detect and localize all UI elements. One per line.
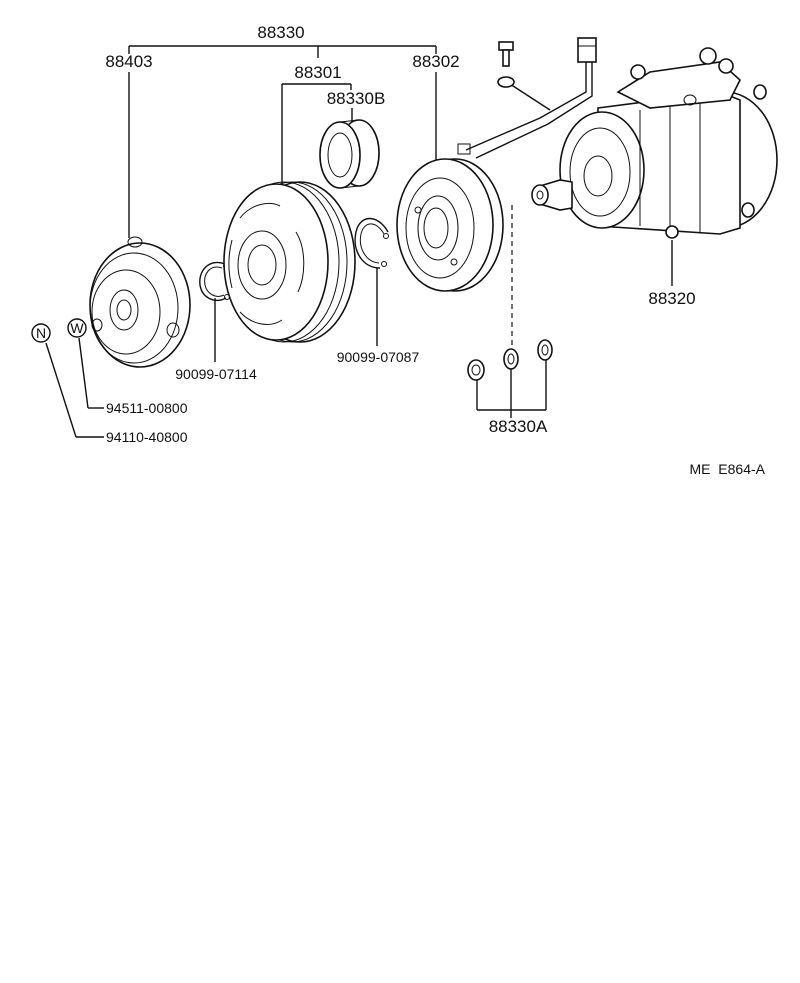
field-coil	[396, 143, 504, 292]
symbol-w-text: W	[70, 320, 84, 336]
pulley	[223, 181, 356, 343]
label-88301: 88301	[294, 63, 341, 82]
bolt	[498, 41, 514, 67]
label-88330b: 88330B	[327, 89, 386, 108]
snap-ring-large	[354, 217, 389, 269]
label-90099-07087: 90099-07087	[337, 349, 420, 365]
pulley-bearing	[319, 119, 380, 189]
shims	[467, 339, 553, 381]
label-88330: 88330	[257, 23, 304, 42]
label-90099-07114: 90099-07114	[175, 366, 257, 382]
label-88320: 88320	[648, 289, 695, 308]
clutch-front-plate	[89, 236, 191, 368]
reference-code: ME E864-A	[690, 461, 766, 477]
label-88403: 88403	[105, 52, 152, 71]
wire-harness	[465, 37, 597, 159]
symbol-n-text: N	[36, 325, 46, 341]
label-94110-40800: 94110-40800	[106, 429, 188, 445]
symbol-w: W	[67, 318, 87, 338]
compressor	[531, 47, 778, 239]
leader-lines	[45, 45, 673, 438]
label-94511-00800: 94511-00800	[106, 400, 188, 416]
symbol-n: N	[31, 323, 51, 343]
label-88330a: 88330A	[489, 417, 548, 436]
label-88302: 88302	[412, 52, 459, 71]
